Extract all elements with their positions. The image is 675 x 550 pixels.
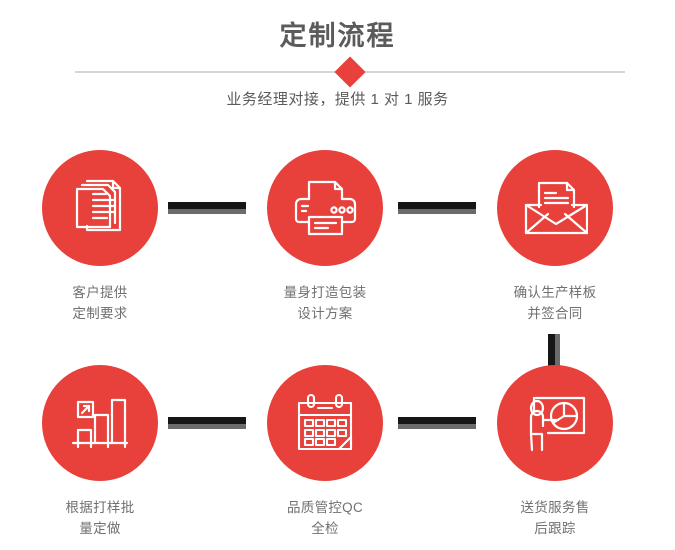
bar-chart-growth-icon bbox=[71, 398, 129, 449]
step-1-icon-badge bbox=[42, 150, 158, 266]
connector-bar bbox=[168, 417, 246, 424]
step-1-label: 客户提供 定制要求 bbox=[72, 285, 128, 321]
process-step-3[interactable]: 确认生产样板 并签合同 bbox=[465, 150, 645, 324]
connector-bar bbox=[168, 202, 246, 209]
process-step-6[interactable]: 送货服务售 后跟踪 bbox=[465, 365, 645, 539]
process-flow: 客户提供 定制要求 量身 bbox=[0, 125, 675, 550]
header: 定制流程 业务经理对接，提供 1 对 1 服务 bbox=[0, 0, 675, 125]
step-3-icon-badge bbox=[497, 150, 613, 266]
step-5-label: 品质管控QC 全检 bbox=[286, 500, 364, 536]
printer-icon bbox=[294, 180, 357, 236]
calendar-icon bbox=[297, 393, 353, 451]
connector-step4-step5 bbox=[168, 417, 246, 429]
process-step-4[interactable]: 根据打样批 量定做 bbox=[10, 365, 190, 539]
step-4-label: 根据打样批 量定做 bbox=[65, 500, 135, 536]
open-envelope-letter-icon bbox=[524, 181, 588, 235]
step-6-label: 送货服务售 后跟踪 bbox=[520, 500, 590, 536]
connector-step3-step6 bbox=[548, 334, 560, 370]
connector-step1-step2 bbox=[168, 202, 246, 214]
connector-shadow bbox=[168, 424, 246, 429]
header-subtitle: 业务经理对接，提供 1 对 1 服务 bbox=[226, 91, 449, 108]
connector-step2-step3 bbox=[398, 202, 476, 214]
process-step-5[interactable]: 品质管控QC 全检 bbox=[235, 365, 415, 539]
process-step-2[interactable]: 量身打造包装 设计方案 bbox=[235, 150, 415, 324]
step-4-icon-badge bbox=[42, 365, 158, 481]
header-divider bbox=[75, 56, 625, 88]
connector-shadow bbox=[555, 334, 560, 370]
connector-step5-step6 bbox=[398, 417, 476, 429]
connector-bar bbox=[548, 334, 555, 370]
step-5-icon-badge bbox=[267, 365, 383, 481]
connector-shadow bbox=[168, 209, 246, 214]
connector-shadow bbox=[398, 209, 476, 214]
diamond-icon bbox=[334, 56, 366, 88]
connector-bar bbox=[398, 202, 476, 209]
step-2-icon-badge bbox=[267, 150, 383, 266]
step-2-label: 量身打造包装 设计方案 bbox=[283, 285, 367, 321]
presentation-pie-chart-icon bbox=[529, 396, 586, 452]
connector-shadow bbox=[398, 424, 476, 429]
connector-bar bbox=[398, 417, 476, 424]
process-step-1[interactable]: 客户提供 定制要求 bbox=[10, 150, 190, 324]
documents-stack-icon bbox=[75, 179, 122, 232]
step-3-label: 确认生产样板 并签合同 bbox=[513, 285, 597, 321]
page-title: 定制流程 bbox=[279, 21, 396, 51]
step-6-icon-badge bbox=[497, 365, 613, 481]
